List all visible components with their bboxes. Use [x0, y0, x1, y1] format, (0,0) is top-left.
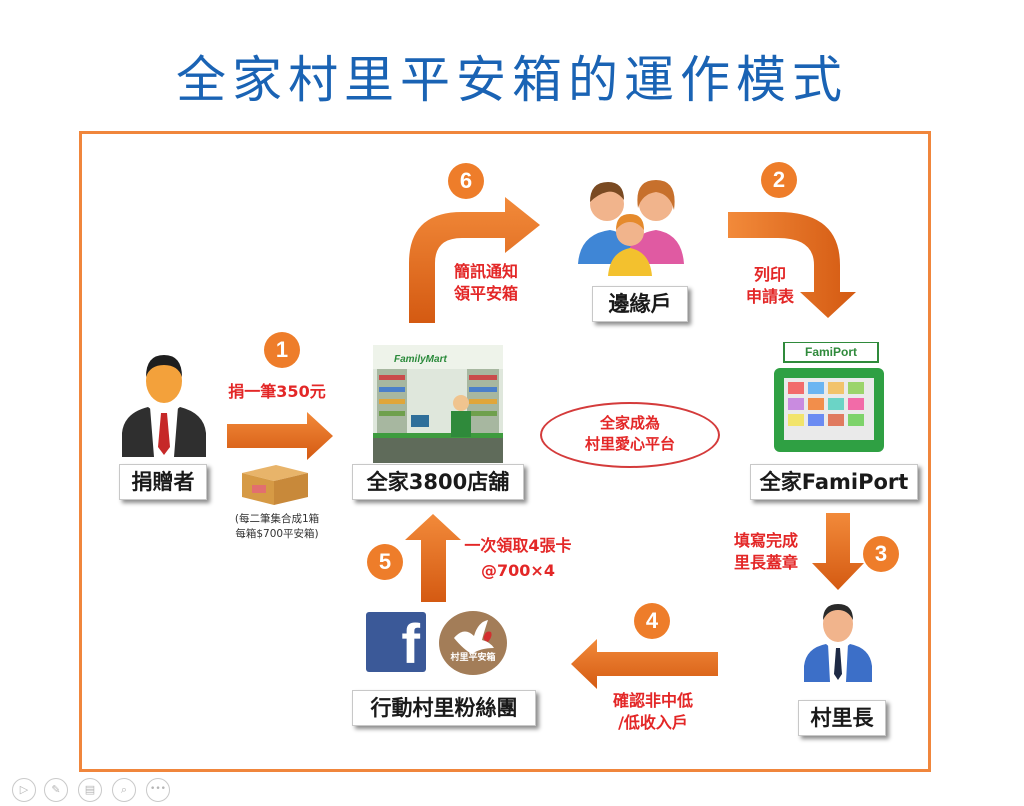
node-household: 邊緣戶 [592, 286, 688, 322]
label-print-1: 列印 [753, 265, 786, 284]
arrow-confirm [571, 639, 718, 689]
platform-ellipse [540, 402, 720, 468]
step-3-badge: 3 [863, 536, 899, 572]
label-fill-1: 填寫完成 [733, 531, 798, 550]
label-confirm-2: /低收入戶 [618, 713, 688, 732]
node-village-chief: 村里長 [798, 700, 886, 736]
more-icon[interactable]: ••• [146, 778, 170, 802]
famiport-logo: FamiPort [804, 345, 857, 359]
arrow-fill [812, 513, 864, 590]
platform-line-2: 村里愛心平台 [584, 435, 675, 453]
label-print-2: 申請表 [745, 287, 794, 306]
label-donate: 捐一筆350元 [228, 382, 326, 401]
step-5-badge: 5 [367, 544, 403, 580]
step-1-badge: 1 [264, 332, 300, 368]
label-fill-2: 里長蓋章 [733, 553, 798, 572]
arrow-sms [409, 197, 540, 323]
slides-icon[interactable]: ▤ [78, 778, 102, 802]
pen-icon[interactable]: ✎ [44, 778, 68, 802]
platform-line-1: 全家成為 [599, 414, 660, 432]
label-collect-2: @700×4 [481, 561, 555, 580]
label-sms-1: 簡訊通知 [453, 262, 518, 281]
facebook-logo-tile [366, 612, 426, 672]
businessman-icon [122, 355, 206, 457]
donation-box-icon [242, 465, 308, 505]
familymart-logo: FamilyMart [394, 354, 447, 365]
safebox-dove-icon [439, 611, 507, 675]
zoom-icon[interactable]: ⌕ [112, 778, 136, 802]
familymart-store-image [373, 345, 503, 463]
facebook-icon: f [401, 612, 420, 675]
arrow-donate [227, 412, 333, 460]
village-chief-icon [804, 604, 872, 682]
family-icon [578, 180, 684, 276]
arrow-collect [405, 514, 461, 602]
safebox-logo-text: 村里平安箱 [450, 653, 496, 663]
label-confirm-1: 確認非中低 [612, 691, 693, 710]
label-sms-2: 領平安箱 [453, 284, 518, 303]
label-collect-1: 一次領取4張卡 [464, 536, 572, 555]
arrow-print [728, 212, 856, 318]
node-store: 全家3800店舖 [352, 464, 524, 500]
node-fan-group: 行動村里粉絲團 [352, 690, 536, 726]
step-6-badge: 6 [448, 163, 484, 199]
node-famiport: 全家FamiPort [750, 464, 918, 500]
step-4-badge: 4 [634, 603, 670, 639]
play-icon[interactable]: ▷ [12, 778, 36, 802]
page-title: 全家村里平安箱的運作模式 [176, 51, 848, 109]
box-note-2: 每箱$700平安箱) [235, 528, 319, 540]
box-note-1: (每二筆集合成1箱 [234, 513, 320, 525]
node-donor: 捐贈者 [119, 464, 207, 500]
famiport-kiosk-image [774, 342, 884, 452]
step-2-badge: 2 [761, 162, 797, 198]
diagram-frame [79, 131, 931, 772]
